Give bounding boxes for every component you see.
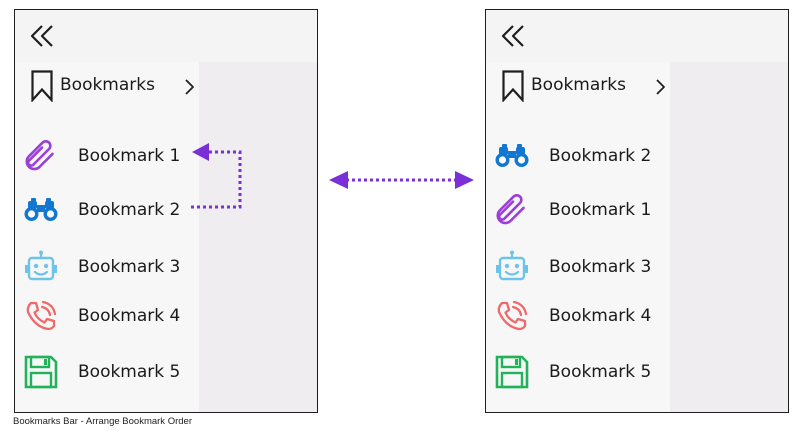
diagram-caption: Bookmarks Bar - Arrange Bookmark Order — [13, 416, 192, 427]
bookmark-label: Bookmark 2 — [78, 200, 181, 220]
sidebar-top-bar — [15, 10, 317, 62]
transition-arrow-head-left — [329, 171, 348, 189]
bookmark-item[interactable]: Bookmark 5 — [494, 354, 670, 390]
floppy-disk-icon — [494, 354, 530, 390]
bookmark-item[interactable]: Bookmark 1 — [23, 138, 199, 174]
bookmark-label: Bookmark 5 — [78, 362, 181, 382]
binoculars-icon — [23, 192, 59, 228]
bookmark-item[interactable]: Bookmark 4 — [23, 298, 199, 334]
floppy-disk-icon — [23, 354, 59, 390]
bookmark-label: Bookmark 3 — [78, 257, 181, 277]
bookmarks-header[interactable]: Bookmarks — [500, 68, 670, 104]
bookmark-item[interactable]: Bookmark 4 — [494, 298, 670, 334]
bookmark-item[interactable]: Bookmark 2 — [23, 192, 199, 228]
phone-ringing-icon — [494, 298, 530, 334]
bookmark-label: Bookmark 4 — [78, 306, 181, 326]
bookmark-label: Bookmark 2 — [549, 146, 652, 166]
robot-icon — [23, 249, 59, 285]
paperclip-icon — [23, 138, 59, 174]
bookmark-label: Bookmark 1 — [78, 146, 181, 166]
sidebar-content-shade — [199, 62, 317, 412]
bookmark-flag-icon — [502, 70, 524, 102]
sidebar-list-area — [486, 62, 670, 412]
bookmarks-sidebar-before: Bookmarks Bookmark 1 Bookmark 2 Bookmark… — [14, 9, 318, 413]
bookmark-item[interactable]: Bookmark 5 — [23, 354, 199, 390]
sidebar-content-shade — [670, 62, 788, 412]
phone-ringing-icon — [23, 298, 59, 334]
bookmark-item[interactable]: Bookmark 2 — [494, 138, 670, 174]
chevron-right-icon[interactable] — [182, 78, 196, 96]
bookmark-label: Bookmark 1 — [549, 200, 652, 220]
binoculars-icon — [494, 138, 530, 174]
sidebar-list-area — [15, 62, 199, 412]
bookmark-label: Bookmark 3 — [549, 257, 652, 277]
bookmark-item[interactable]: Bookmark 3 — [494, 249, 670, 285]
bookmarks-header[interactable]: Bookmarks — [29, 68, 199, 104]
bookmark-flag-icon — [31, 70, 53, 102]
sidebar-top-bar — [486, 10, 788, 62]
paperclip-icon — [494, 192, 530, 228]
bookmark-label: Bookmark 5 — [549, 362, 652, 382]
double-chevron-left-icon[interactable] — [500, 23, 526, 49]
bookmarks-sidebar-after: Bookmarks Bookmark 2 Bookmark 1 Bookmark… — [485, 9, 789, 413]
chevron-right-icon[interactable] — [653, 78, 667, 96]
bookmark-item[interactable]: Bookmark 1 — [494, 192, 670, 228]
double-chevron-left-icon[interactable] — [29, 23, 55, 49]
bookmarks-title: Bookmarks — [531, 75, 626, 95]
transition-arrow-head-right — [455, 171, 474, 189]
robot-icon — [494, 249, 530, 285]
bookmarks-title: Bookmarks — [60, 75, 155, 95]
bookmark-item[interactable]: Bookmark 3 — [23, 249, 199, 285]
bookmark-label: Bookmark 4 — [549, 306, 652, 326]
